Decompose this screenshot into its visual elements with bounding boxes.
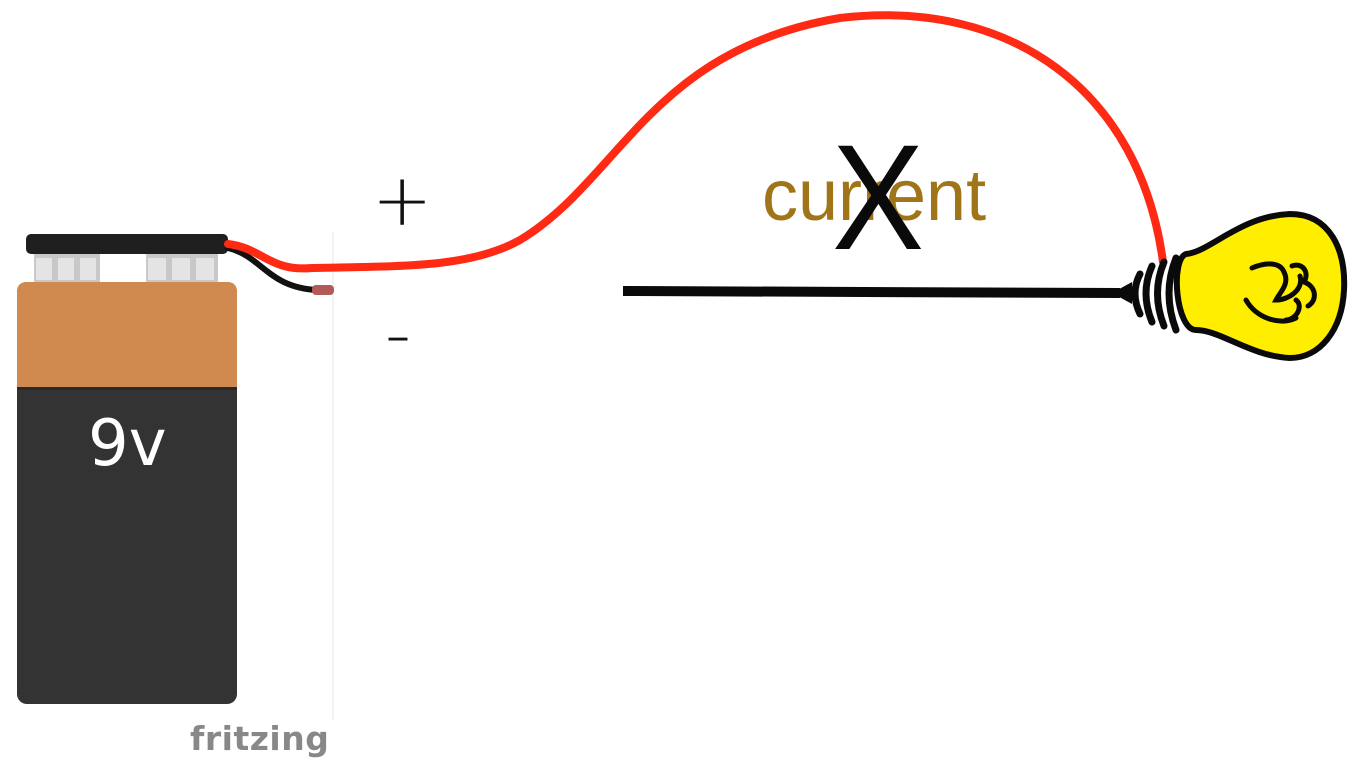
bulb-filament-curl <box>1289 262 1317 309</box>
battery-9v-icon <box>17 234 237 704</box>
fritzing-watermark: fritzing <box>190 719 330 758</box>
bulb-glass <box>1173 211 1348 361</box>
cross-mark: X <box>832 113 925 281</box>
current-label: current <box>762 156 987 236</box>
negative-lead-tip <box>312 285 334 295</box>
bulb-base-thread-3 <box>1154 258 1168 330</box>
battery-negative-lead <box>225 245 321 293</box>
negative-terminal-label: - <box>385 292 411 376</box>
light-bulb-icon <box>1112 211 1348 361</box>
bulb-base-thread-1 <box>1131 270 1144 318</box>
battery-cap <box>26 234 228 254</box>
battery-terminal-left <box>34 254 100 284</box>
positive-terminal-label: + <box>372 158 433 242</box>
positive-wire <box>224 11 1167 273</box>
bulb-filament <box>1243 261 1304 324</box>
bulb-base-thread-4 <box>1165 254 1180 334</box>
negative-wire <box>622 286 1121 298</box>
battery-terminal-right <box>146 254 218 284</box>
bulb-base-tip <box>1112 282 1132 304</box>
battery-band <box>17 282 237 387</box>
bulb-base-thread-2 <box>1142 262 1156 326</box>
battery-voltage-label: 9v <box>88 407 167 481</box>
